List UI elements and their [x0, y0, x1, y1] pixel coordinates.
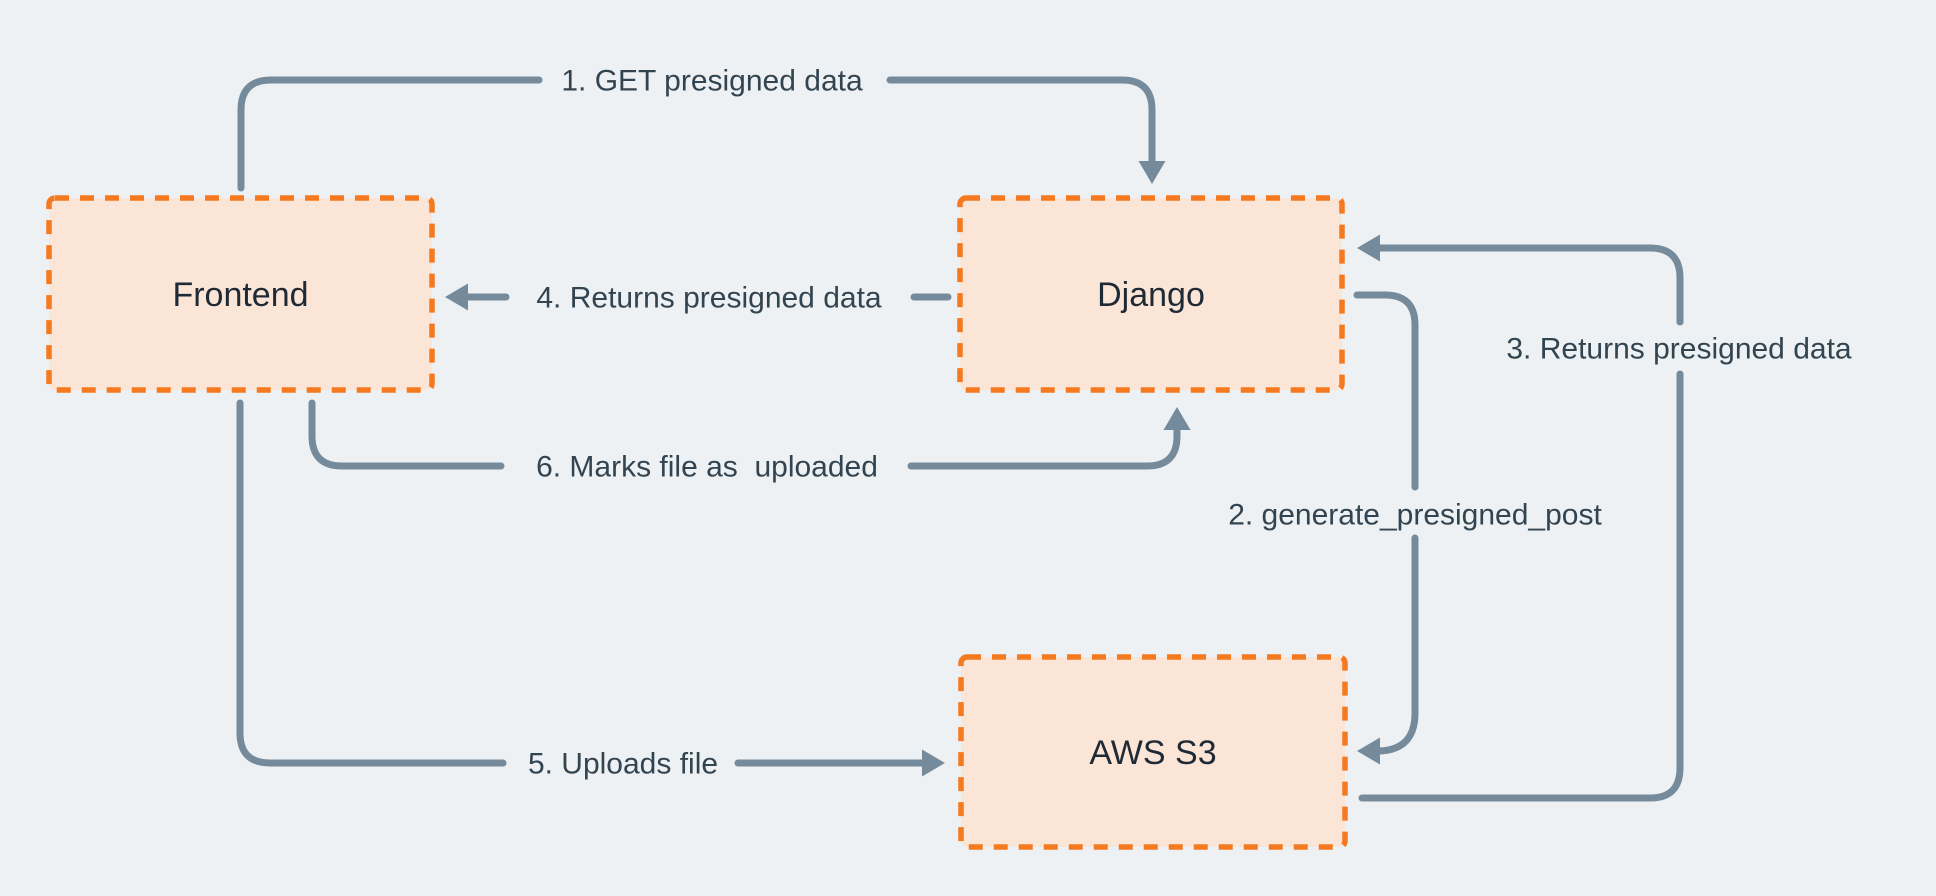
edge-line-generate-presigned-post [1373, 534, 1419, 755]
arrowhead-down-icon [1138, 161, 1166, 184]
arrowhead-left-icon [445, 283, 468, 311]
edge-line-marks-file-as-uploaded [308, 399, 505, 470]
node-label-frontend: Frontend [172, 276, 308, 314]
node-django: Django [957, 195, 1345, 393]
arrowhead-right-icon [922, 749, 945, 777]
node-box-aws-s3 [958, 654, 1348, 850]
arrowhead-up-icon [1163, 407, 1191, 430]
node-frontend: Frontend [46, 195, 435, 393]
edge-line-get-presigned-data [237, 76, 543, 192]
node-label-django: Django [1097, 276, 1205, 314]
edge-generate-presigned-post: 2. generate_presigned_post [1228, 291, 1602, 765]
edge-line-marks-file-as-uploaded [907, 425, 1181, 470]
edge-label: 6. Marks file as uploaded [536, 451, 878, 484]
edge-label: 5. Uploads file [528, 748, 718, 781]
edge-line-generate-presigned-post [1353, 291, 1419, 491]
edge-uploads-file: 5. Uploads file [236, 399, 945, 781]
edge-label: 4. Returns presigned data [536, 282, 882, 315]
edge-returns-presigned-data-s3: 3. Returns presigned data [1357, 234, 1852, 802]
node-aws-s3: AWS S3 [958, 654, 1348, 850]
arrowhead-left-icon [1357, 234, 1380, 262]
edge-label: 2. generate_presigned_post [1228, 499, 1602, 532]
edge-line-get-presigned-data [886, 76, 1156, 164]
node-box-frontend [46, 195, 435, 393]
edge-marks-file-as-uploaded: 6. Marks file as uploaded [308, 399, 1191, 484]
edge-line-uploads-file [236, 399, 507, 767]
edges-layer: 1. GET presigned data 2. generate_presign… [236, 65, 1852, 802]
edge-label: 3. Returns presigned data [1506, 333, 1852, 366]
node-label-aws-s3: AWS S3 [1089, 734, 1216, 772]
edge-line-returns-presigned-data-s3 [1358, 370, 1684, 802]
edge-line-returns-presigned-data-s3 [1374, 244, 1684, 326]
edge-label: 1. GET presigned data [561, 65, 863, 98]
edge-returns-presigned-data-django: 4. Returns presigned data [445, 282, 952, 315]
node-box-django [957, 195, 1345, 393]
edge-get-presigned-data: 1. GET presigned data [237, 65, 1166, 192]
arrowhead-left-icon [1357, 737, 1380, 765]
